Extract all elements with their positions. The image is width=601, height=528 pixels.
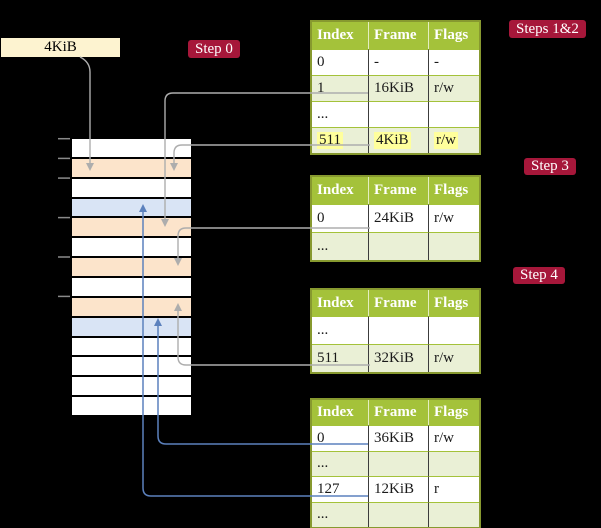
- table-cell: 511: [312, 344, 368, 372]
- table-cell: ...: [312, 316, 368, 344]
- table-cell: r/w: [428, 344, 479, 372]
- column-header: Index: [312, 290, 368, 316]
- memory-frame-row: [72, 178, 191, 199]
- table-cell: [428, 101, 479, 127]
- table-cell: ...: [312, 101, 368, 127]
- table-cell: [428, 450, 479, 476]
- table-row: 0--: [312, 49, 479, 75]
- table-cell: r/w: [428, 127, 479, 153]
- table-cell: [368, 501, 428, 527]
- table-cell: 16KiB: [368, 75, 428, 101]
- memory-address-ticks: [58, 137, 70, 298]
- memory-frame-row: [72, 357, 191, 378]
- table-cell: r/w: [428, 204, 479, 232]
- table-cell: 36KiB: [368, 425, 428, 451]
- highlighted-value: 511: [317, 132, 343, 149]
- frame-size-label: 4KiB: [1, 38, 120, 57]
- memory-frame-row: [72, 198, 191, 219]
- memory-frame-row: [72, 139, 191, 159]
- table-cell: -: [368, 49, 428, 75]
- memory-frame-row: [72, 397, 191, 416]
- table-cell: r/w: [428, 425, 479, 451]
- memory-frame-row: [72, 377, 191, 398]
- memory-frame-row: [72, 297, 191, 318]
- table-cell: [368, 232, 428, 260]
- table-cell: ...: [312, 450, 368, 476]
- memory-frame-row: [72, 317, 191, 338]
- table-cell: [368, 450, 428, 476]
- badge-step-0: Step 0: [188, 40, 240, 58]
- table-row: ...: [312, 501, 479, 527]
- badge-step-4: Step 4: [513, 267, 565, 284]
- memory-frame-row: [72, 337, 191, 358]
- column-header: Frame: [368, 400, 428, 425]
- table-cell: r/w: [428, 75, 479, 101]
- table-cell: 24KiB: [368, 204, 428, 232]
- highlighted-value: r/w: [434, 132, 458, 149]
- badge-step-3: Step 3: [524, 158, 576, 175]
- table-cell: 0: [312, 49, 368, 75]
- physical-memory-column: [71, 138, 192, 416]
- table-row: ...: [312, 450, 479, 476]
- memory-frame-row: [72, 278, 191, 298]
- highlighted-value: 4KiB: [374, 132, 411, 149]
- table-cell: 4KiB: [368, 127, 428, 153]
- table-cell: [368, 316, 428, 344]
- memory-frame-row: [72, 218, 191, 239]
- column-header: Frame: [368, 290, 428, 316]
- column-header: Frame: [368, 22, 428, 49]
- memory-frame-row: [72, 258, 191, 279]
- table-row: 511 4KiB r/w: [312, 127, 479, 153]
- column-header: Flags: [428, 400, 479, 425]
- column-header: Index: [312, 400, 368, 425]
- memory-frame-row: [72, 238, 191, 259]
- table-cell: ...: [312, 232, 368, 260]
- table-cell: ...: [312, 501, 368, 527]
- table-cell: 511: [312, 127, 368, 153]
- column-header: Flags: [428, 22, 479, 49]
- column-header: Index: [312, 177, 368, 204]
- table-cell: 32KiB: [368, 344, 428, 372]
- table-cell: -: [428, 49, 479, 75]
- table-cell: [428, 232, 479, 260]
- table-cell: r: [428, 476, 479, 502]
- memory-frame-row: [72, 158, 191, 179]
- table-cell: [428, 316, 479, 344]
- table-cell: [428, 501, 479, 527]
- table-row: ...: [312, 101, 479, 127]
- table-cell: 0: [312, 204, 368, 232]
- table-cell: 0: [312, 425, 368, 451]
- column-header: Flags: [428, 177, 479, 204]
- column-header: Index: [312, 22, 368, 49]
- table-cell: 12KiB: [368, 476, 428, 502]
- column-header: Frame: [368, 177, 428, 204]
- table-row: ...: [312, 232, 479, 260]
- table-cell: 1: [312, 75, 368, 101]
- badge-steps-1-2: Steps 1&2: [509, 20, 586, 38]
- table-cell: 127: [312, 476, 368, 502]
- column-header: Flags: [428, 290, 479, 316]
- table-row: ...: [312, 316, 479, 344]
- table-cell: [368, 101, 428, 127]
